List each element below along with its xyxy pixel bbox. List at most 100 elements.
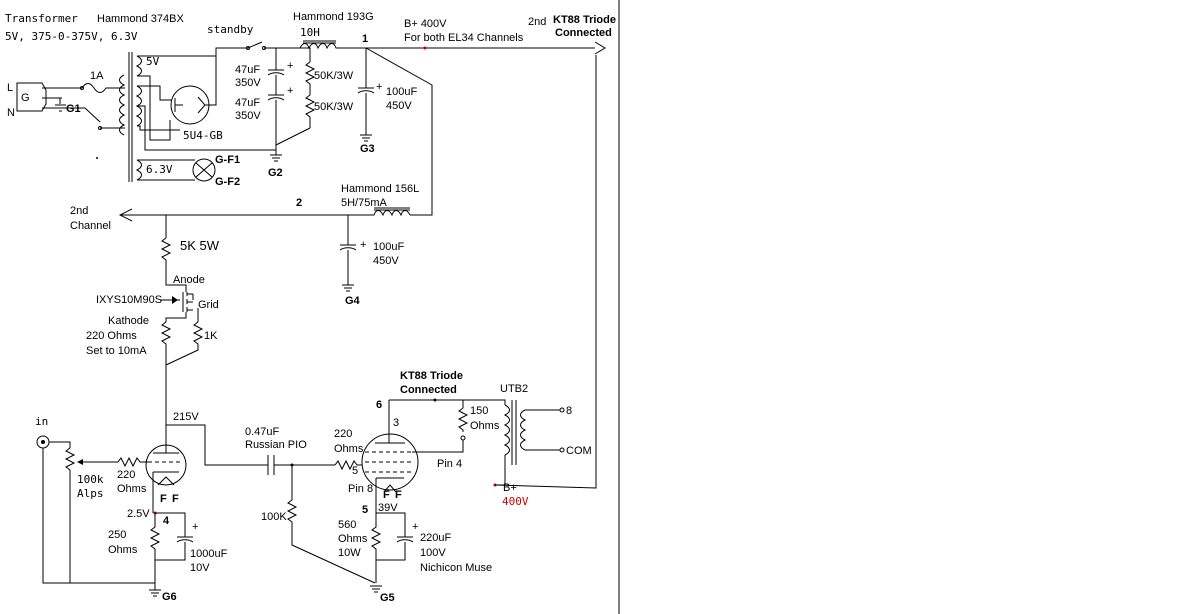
standby-switch[interactable] <box>247 41 300 49</box>
tap-8: 8 <box>566 405 572 417</box>
r150-label-1: 150 <box>470 405 488 417</box>
mains-n: N <box>7 107 15 119</box>
grid-r1-label-1: 220 <box>117 469 135 481</box>
r100k-label: 100K <box>261 511 287 523</box>
ground-g2: G2 <box>268 167 283 179</box>
resistor-5k <box>160 237 172 270</box>
ground-g4: G4 <box>345 295 361 307</box>
node-2: 2 <box>296 197 302 209</box>
r220-ccs-label-1: 220 Ohms <box>86 330 137 342</box>
r150-label-2: Ohms <box>470 420 500 432</box>
mains-g: G <box>21 92 30 104</box>
ground-g1: G1 <box>66 103 81 115</box>
coupling-label-1: 0.47uF <box>245 426 280 438</box>
svg-text:+: + <box>412 521 418 533</box>
coupling-cap <box>267 455 335 475</box>
second-label: 2nd <box>528 16 546 28</box>
ground-g6-symbol <box>149 583 161 597</box>
resistor-1k-ccs <box>165 321 204 366</box>
choke-193g <box>299 43 360 50</box>
cap3-voltage: 450V <box>386 100 412 112</box>
rectifier-label: 5U4-GB <box>183 129 223 142</box>
v215-label: 215V <box>173 411 199 423</box>
output-filament-f2: F <box>395 489 402 501</box>
transformer-spec: 5V, 375-0-375V, 6.3V <box>5 30 138 43</box>
iec-inlet <box>16 82 47 112</box>
input-label: in <box>35 415 48 428</box>
cathode-resistor-560 <box>370 513 382 583</box>
pin5-label: 5 <box>352 465 358 477</box>
output-filament-f1: F <box>383 489 390 501</box>
r5k-label: 5K 5W <box>180 238 220 253</box>
ground-g2-symbol <box>270 154 282 162</box>
ck220-label-3: Nichicon Muse <box>420 562 492 574</box>
six-three-v-label: 6.3V <box>146 163 173 176</box>
grid-leak-100k <box>286 499 376 584</box>
bleeder-resistor-2 <box>304 94 316 128</box>
cap2-value: 47uF <box>235 97 260 109</box>
bplus-bottom-label: B+ <box>503 482 517 494</box>
standby-label: standby <box>207 23 254 36</box>
svg-text:+: + <box>360 239 366 251</box>
choke1-value: 10H <box>300 26 320 39</box>
ground-g5: G5 <box>380 592 395 604</box>
ck220-label-1: 220uF <box>420 532 451 544</box>
rectifier-tube <box>170 85 210 125</box>
node-1: 1 <box>362 33 368 45</box>
node-5: 5 <box>362 504 368 516</box>
grid-label: Grid <box>198 299 219 311</box>
v400-label: 400V <box>502 495 529 508</box>
cap1-voltage: 350V <box>235 77 261 89</box>
bleeder-resistor-1 <box>304 61 316 95</box>
mosfet-ixys <box>160 292 194 312</box>
choke-156l <box>120 210 411 217</box>
fuse-label: 1A <box>90 70 104 82</box>
pilot-lamp <box>192 158 216 182</box>
rk560-label-2: Ohms <box>338 533 368 545</box>
svg-text:+: + <box>287 85 293 97</box>
grid-stopper-1 <box>117 456 148 468</box>
node-4: 4 <box>163 515 170 527</box>
bleeder2-label: 50K/3W <box>314 101 354 113</box>
filament-f2: F <box>172 493 179 505</box>
v25-label: 2.5V <box>127 508 150 520</box>
second-channel-2: Channel <box>70 220 111 232</box>
transformer-title: Transformer <box>5 12 78 25</box>
svg-text:+: + <box>287 60 293 72</box>
resistor-220-ccs <box>160 321 172 350</box>
output-transformer-label: UTB2 <box>500 383 528 395</box>
ground-g3: G3 <box>360 143 375 155</box>
volume-pot[interactable] <box>64 447 76 583</box>
bleeder1-label: 50K/3W <box>314 70 354 82</box>
ground-gf2: G-F2 <box>215 176 240 188</box>
ground-g3-symbol <box>360 134 372 142</box>
filament-f1: F <box>160 493 167 505</box>
grid-r1-label-2: Ohms <box>117 483 147 495</box>
cap3-value: 100uF <box>386 86 417 98</box>
rk560-label-3: 10W <box>338 547 361 559</box>
v39-label: 39V <box>378 502 398 514</box>
rk560-label-1: 560 <box>338 519 356 531</box>
kt88-mid-2: Connected <box>400 384 457 396</box>
kt88-mid-1: KT88 Triode <box>400 370 463 382</box>
fuse <box>81 83 125 93</box>
red-dot-top <box>423 46 427 50</box>
transformer-model: Hammond 374BX <box>97 13 184 25</box>
cap2-voltage: 350V <box>235 110 261 122</box>
choke2-model: Hammond 156L <box>341 183 419 195</box>
pin8-label: Pin 8 <box>348 483 373 495</box>
r220-ccs-label-2: Set to 10mA <box>86 345 147 357</box>
pot-label-1: 100k <box>77 473 104 486</box>
kathode-label: Kathode <box>108 315 149 327</box>
cap4-value: 100uF <box>373 241 404 253</box>
ground-g4-symbol <box>342 284 354 292</box>
pin4-label: Pin 4 <box>437 458 462 470</box>
r1k-label: 1K <box>204 330 218 342</box>
tap-com: COM <box>566 445 592 457</box>
grid-r2-label-1: 220 <box>334 428 352 440</box>
cathode-resistor-250 <box>149 513 161 583</box>
coupling-label-2: Russian PIO <box>245 439 307 451</box>
choke1-model: Hammond 193G <box>293 11 374 23</box>
ck220-label-2: 100V <box>420 547 446 559</box>
